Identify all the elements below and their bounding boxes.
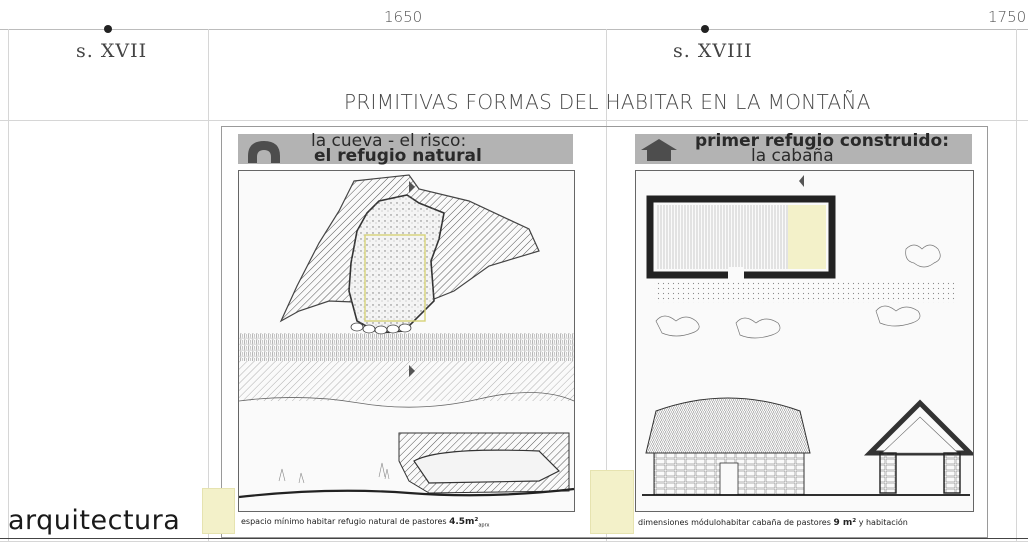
left-caption-value: 4.5m² <box>449 517 479 527</box>
right-heading-line1: primer refugio construido: <box>695 131 949 151</box>
house-roof-icon <box>641 139 677 161</box>
right-heading-line2: la cabaña <box>751 146 834 166</box>
left-caption-sub: aprx <box>478 522 490 529</box>
cave-arch-icon <box>248 141 280 163</box>
left-caption: espacio mínimo habitar refugio natural d… <box>241 517 489 529</box>
right-caption: dimensiones módulohabitar cabaña de past… <box>638 518 908 528</box>
century-18-label: s. XVIII <box>673 40 753 62</box>
year-1650-label: 1650 <box>384 8 423 26</box>
century-17-label: s. XVII <box>76 40 148 62</box>
cabin-drawing <box>635 170 977 512</box>
highlight-square <box>590 470 634 534</box>
left-heading-line2: el refugio natural <box>314 146 482 166</box>
brand-underline <box>0 538 1028 539</box>
grid-line-v <box>208 29 209 541</box>
timeline-dot <box>701 25 709 33</box>
grid-line-v <box>1016 29 1017 541</box>
page-title: PRIMITIVAS FORMAS DEL HABITAR EN LA MONT… <box>344 90 871 114</box>
grid-line-v <box>8 29 9 541</box>
left-heading-line1: la cueva - el risco: <box>311 131 467 151</box>
timeline-axis <box>0 29 1028 30</box>
right-panel-header: primer refugio construido: la cabaña <box>635 131 972 166</box>
right-caption-text: dimensiones módulohabitar cabaña de past… <box>638 518 834 527</box>
cabin-illustration <box>642 175 977 496</box>
right-caption-value: 9 m² <box>833 518 857 528</box>
content-frame <box>221 126 988 538</box>
grid-line-h <box>0 120 1028 121</box>
left-panel-header: la cueva - el risco: el refugio natural <box>238 131 573 166</box>
cave-illustration <box>238 174 575 499</box>
grid-line-v <box>606 29 607 541</box>
brand-label: arquitectura <box>8 505 181 536</box>
cave-section-drawing <box>238 170 575 512</box>
timeline-dot <box>104 25 112 33</box>
highlight-square <box>202 488 235 534</box>
left-caption-text: espacio mínimo habitar refugio natural d… <box>241 517 450 526</box>
year-1750-label: 1750 <box>988 8 1027 26</box>
right-caption-tail: y habitación <box>858 518 908 527</box>
